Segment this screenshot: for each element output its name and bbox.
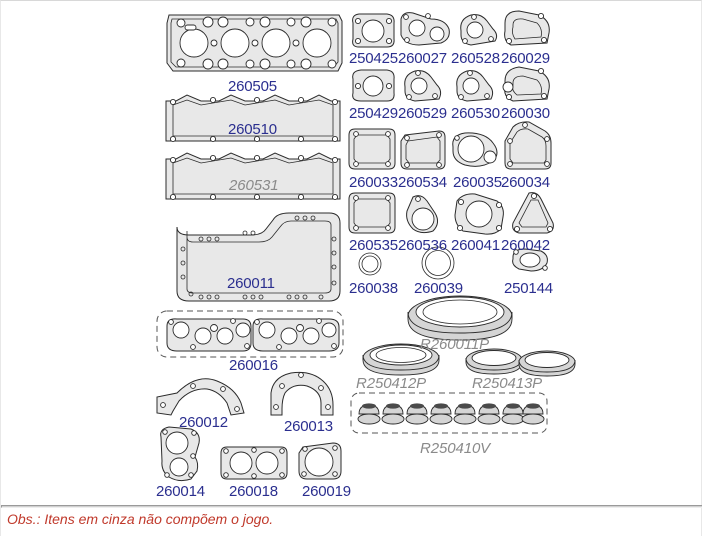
part-label-260033: 260033 [349,174,398,191]
part-260041-shape [454,193,504,235]
part-label-260536: 260536 [398,237,447,254]
part-label-260041: 260041 [451,237,500,254]
part-label-260038: 260038 [349,280,398,297]
part-260016-shape-left [166,318,252,352]
part-label-260012: 260012 [179,414,228,431]
footer-divider [1,505,702,508]
group-260016-box [156,310,344,358]
part-label-260018: 260018 [229,483,278,500]
part-260536-shape [406,195,439,234]
part-label-260529: 260529 [398,105,447,122]
part-260529-shape [404,70,442,102]
part-260019-shape [298,442,342,480]
part-label-260034: 260034 [501,174,550,191]
part-260027-shape [400,12,450,46]
part-260038-shape [358,252,382,276]
part-260035-shape [452,132,498,167]
part-R250412P-shape [362,343,440,376]
group-R250410V-box [350,392,548,434]
part-250144-shape [512,248,548,272]
part-260011-shape [176,212,341,302]
part-250425-shape [352,13,395,48]
part-label-R250412P: R250412P [356,375,427,392]
part-label-R260011P: R260011P [420,336,489,353]
part-260018-shape [220,446,288,480]
valve-seal-3 [405,403,429,425]
part-label-250429: 250429 [349,105,398,122]
valve-seal-6 [477,403,501,425]
part-260033-shape [348,128,396,170]
part-260012-shape [156,378,245,416]
part-label-260039: 260039 [414,280,463,297]
valve-seal-4 [429,403,453,425]
part-label-260035: 260035 [453,174,502,191]
part-label-260534: 260534 [398,174,447,191]
part-label-260528: 260528 [451,50,500,67]
part-250429-shape [352,69,395,102]
part-label-260510: 260510 [228,121,277,138]
part-260030-shape [502,66,550,102]
part-R260011P-shape [407,295,513,341]
part-label-260013: 260013 [284,418,333,435]
part-260534-shape [400,130,446,170]
part-label-260535: 260535 [349,237,398,254]
part-label-260019: 260019 [302,483,351,500]
part-260531-shape [165,152,341,201]
part-R250413P-shape-b [518,350,576,377]
valve-seal-5 [453,403,477,425]
part-260510-shape [165,94,341,143]
part-260505-shape [166,14,343,72]
part-label-250144: 250144 [504,280,553,297]
gasket-kit-diagram: .p { fill:#e8e8e8; stroke:#2b2b2b; strok… [1,1,702,496]
part-260013-shape [270,371,334,416]
part-label-250425: 250425 [349,50,398,67]
part-260016-shape-right [252,318,340,352]
part-label-260014: 260014 [156,483,205,500]
valve-seal-8 [521,403,545,425]
part-260535-shape [348,192,396,234]
part-260014-shape [160,426,200,482]
part-R250410V-seals [357,403,545,425]
valve-seal-1 [357,403,381,425]
part-260042-shape [512,192,554,234]
part-label-260030: 260030 [501,105,550,122]
part-label-260029: 260029 [501,50,550,67]
legend-note: Obs.: Itens em cinza não compõem o jogo. [7,511,274,527]
part-260029-shape [504,10,550,46]
part-label-260011: 260011 [227,275,275,292]
part-label-260042: 260042 [501,237,550,254]
valve-seal-2 [381,403,405,425]
part-260034-shape [504,121,552,170]
part-label-260016: 260016 [229,357,278,374]
valve-seal-7 [501,403,525,425]
part-label-R250413P: R250413P [472,375,543,392]
part-label-260505: 260505 [228,78,277,95]
part-260528-shape [460,14,498,46]
part-label-R250410V: R250410V [420,440,491,457]
part-label-260027: 260027 [398,50,447,67]
part-label-260531: 260531 [229,177,279,194]
part-260530-shape [456,70,494,102]
part-label-260530: 260530 [451,105,500,122]
part-260039-shape [421,246,455,280]
